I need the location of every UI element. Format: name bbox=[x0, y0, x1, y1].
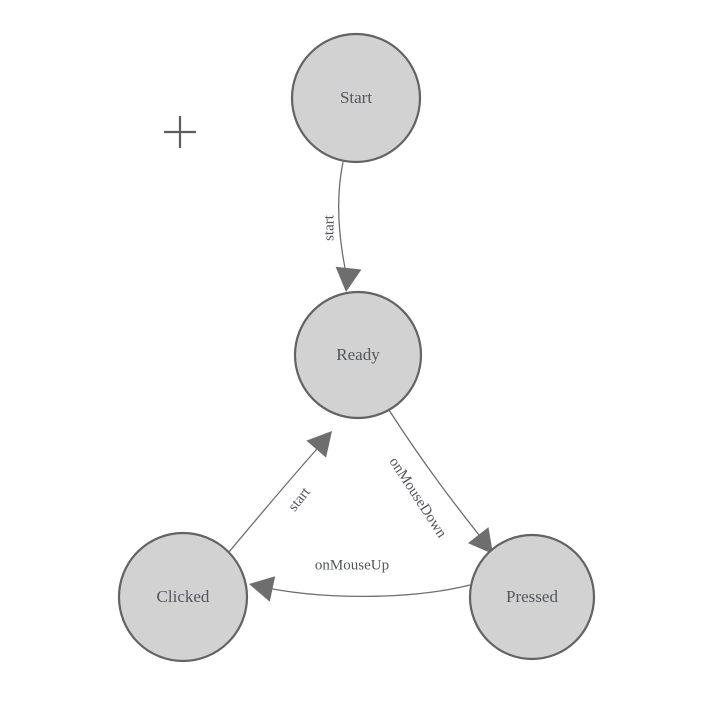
arrowhead-clicked-to-ready bbox=[306, 431, 332, 458]
node-circle-ready[interactable] bbox=[293, 290, 423, 420]
node-clicked[interactable]: Clicked bbox=[117, 531, 249, 663]
crosshair-marker bbox=[164, 116, 196, 148]
edge-line-clicked-to-ready[interactable] bbox=[228, 439, 326, 553]
node-pressed[interactable]: Pressed bbox=[468, 533, 596, 661]
edge-label-clicked-to-ready: start bbox=[285, 484, 314, 515]
edge-line-start-to-ready[interactable] bbox=[338, 161, 346, 269]
edge-ready-to-pressed[interactable] bbox=[388, 409, 503, 562]
edges-layer bbox=[228, 161, 503, 602]
node-ready[interactable]: Ready bbox=[293, 290, 423, 420]
edge-line-pressed-to-clicked[interactable] bbox=[257, 584, 471, 598]
node-label-clicked: Clicked bbox=[157, 587, 210, 606]
edge-label-pressed-to-clicked: onMouseUp bbox=[315, 557, 389, 573]
node-label-ready: Ready bbox=[336, 345, 380, 364]
edge-label-start-to-ready: start bbox=[321, 214, 337, 241]
node-start[interactable]: Start bbox=[290, 32, 422, 164]
node-label-pressed: Pressed bbox=[506, 587, 558, 606]
node-circle-start[interactable] bbox=[290, 32, 422, 164]
edge-start-to-ready[interactable] bbox=[333, 161, 362, 293]
node-label-start: Start bbox=[340, 88, 372, 107]
edge-label-ready-to-pressed: onMouseDown bbox=[386, 455, 450, 542]
node-circle-clicked[interactable] bbox=[117, 531, 249, 663]
node-circle-pressed[interactable] bbox=[468, 533, 596, 661]
arrowhead-ready-to-pressed bbox=[467, 527, 493, 554]
edge-line-ready-to-pressed[interactable] bbox=[388, 409, 488, 546]
edge-clicked-to-ready[interactable] bbox=[228, 422, 342, 553]
edge-pressed-to-clicked[interactable] bbox=[246, 571, 471, 602]
arrowhead-pressed-to-clicked bbox=[249, 576, 276, 602]
arrowhead-start-to-ready bbox=[335, 266, 362, 292]
